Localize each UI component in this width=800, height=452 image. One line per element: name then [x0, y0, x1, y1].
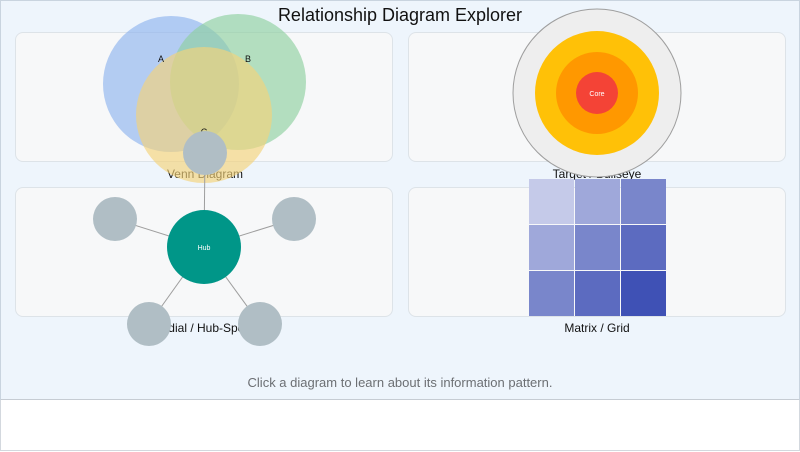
venn-diagram[interactable]: A B C	[103, 14, 306, 183]
page-title: Relationship Diagram Explorer	[277, 5, 523, 25]
footer-panel	[0, 400, 800, 451]
matrix-cell	[621, 179, 666, 224]
app-window: Relationship Diagram Explorer Venn Diagr…	[0, 0, 800, 401]
target-core	[576, 72, 618, 114]
radial-label: Radial / Hub-Spoke	[152, 321, 258, 335]
matrix-cell	[575, 271, 620, 316]
spoke-node-top	[183, 131, 227, 175]
target-diagram[interactable]: Core	[512, 8, 682, 178]
spoke-node-bottom-right	[238, 302, 282, 346]
matrix-label: Matrix / Grid	[564, 321, 630, 335]
matrix-cell	[621, 225, 666, 270]
hub-label: Hub	[198, 245, 211, 252]
hub-node	[167, 210, 241, 284]
venn-circle-c	[136, 47, 272, 183]
spoke-node-right	[272, 197, 316, 241]
matrix-cell	[529, 271, 574, 316]
matrix-cell	[575, 179, 620, 224]
venn-set-b-label: B	[245, 54, 251, 64]
spoke-node-left	[93, 197, 137, 241]
instruction-text: Click a diagram to learn about its infor…	[247, 375, 553, 390]
matrix-cell	[621, 271, 666, 316]
matrix-cell	[529, 225, 574, 270]
venn-set-a-label: A	[158, 54, 164, 64]
matrix-cell	[529, 179, 574, 224]
diagram-layer: A B C Core Hub	[93, 8, 682, 346]
matrix-cell	[575, 225, 620, 270]
radial-diagram[interactable]: Hub	[93, 131, 316, 346]
matrix-diagram[interactable]	[529, 179, 666, 316]
target-core-label: Core	[589, 91, 604, 98]
spoke-node-bottom-left	[127, 302, 171, 346]
